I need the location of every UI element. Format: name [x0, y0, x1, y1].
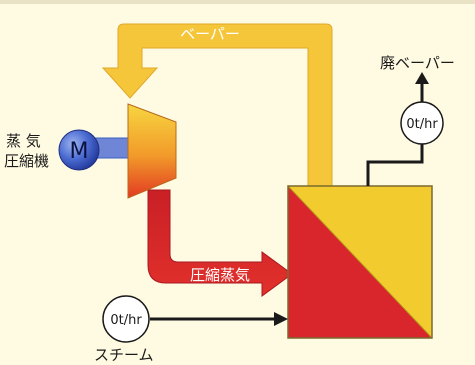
- compressor: [127, 103, 177, 199]
- compressed-steam-arrow: [147, 189, 293, 297]
- waste-vapor-label: 廃ベーパー: [380, 54, 455, 72]
- waste-vapor-flow-value: 0t/hr: [406, 117, 438, 132]
- vapor-loop-arrow: [101, 23, 333, 191]
- waste-vapor-flow-gauge: 0t/hr: [400, 101, 444, 145]
- steam-label: スチーム: [94, 346, 154, 364]
- heat-exchanger: [287, 185, 433, 339]
- waste-vapor-arrowhead: [415, 72, 429, 84]
- top-edge-strip: [0, 0, 475, 4]
- compressed-steam-label: 圧縮蒸気: [190, 266, 250, 284]
- compressor-label-line1: 蒸 気: [6, 132, 41, 150]
- steam-flow-value: 0t/hr: [110, 313, 142, 328]
- waste-vapor-line: [366, 142, 424, 186]
- vapor-label: ベーパー: [180, 25, 240, 43]
- steam-arrowhead: [274, 312, 288, 326]
- steam-flow-gauge: 0t/hr: [102, 295, 150, 343]
- motor-label: M: [70, 139, 89, 164]
- motor: M: [58, 129, 100, 171]
- compressor-label-line2: 圧縮機: [4, 152, 49, 170]
